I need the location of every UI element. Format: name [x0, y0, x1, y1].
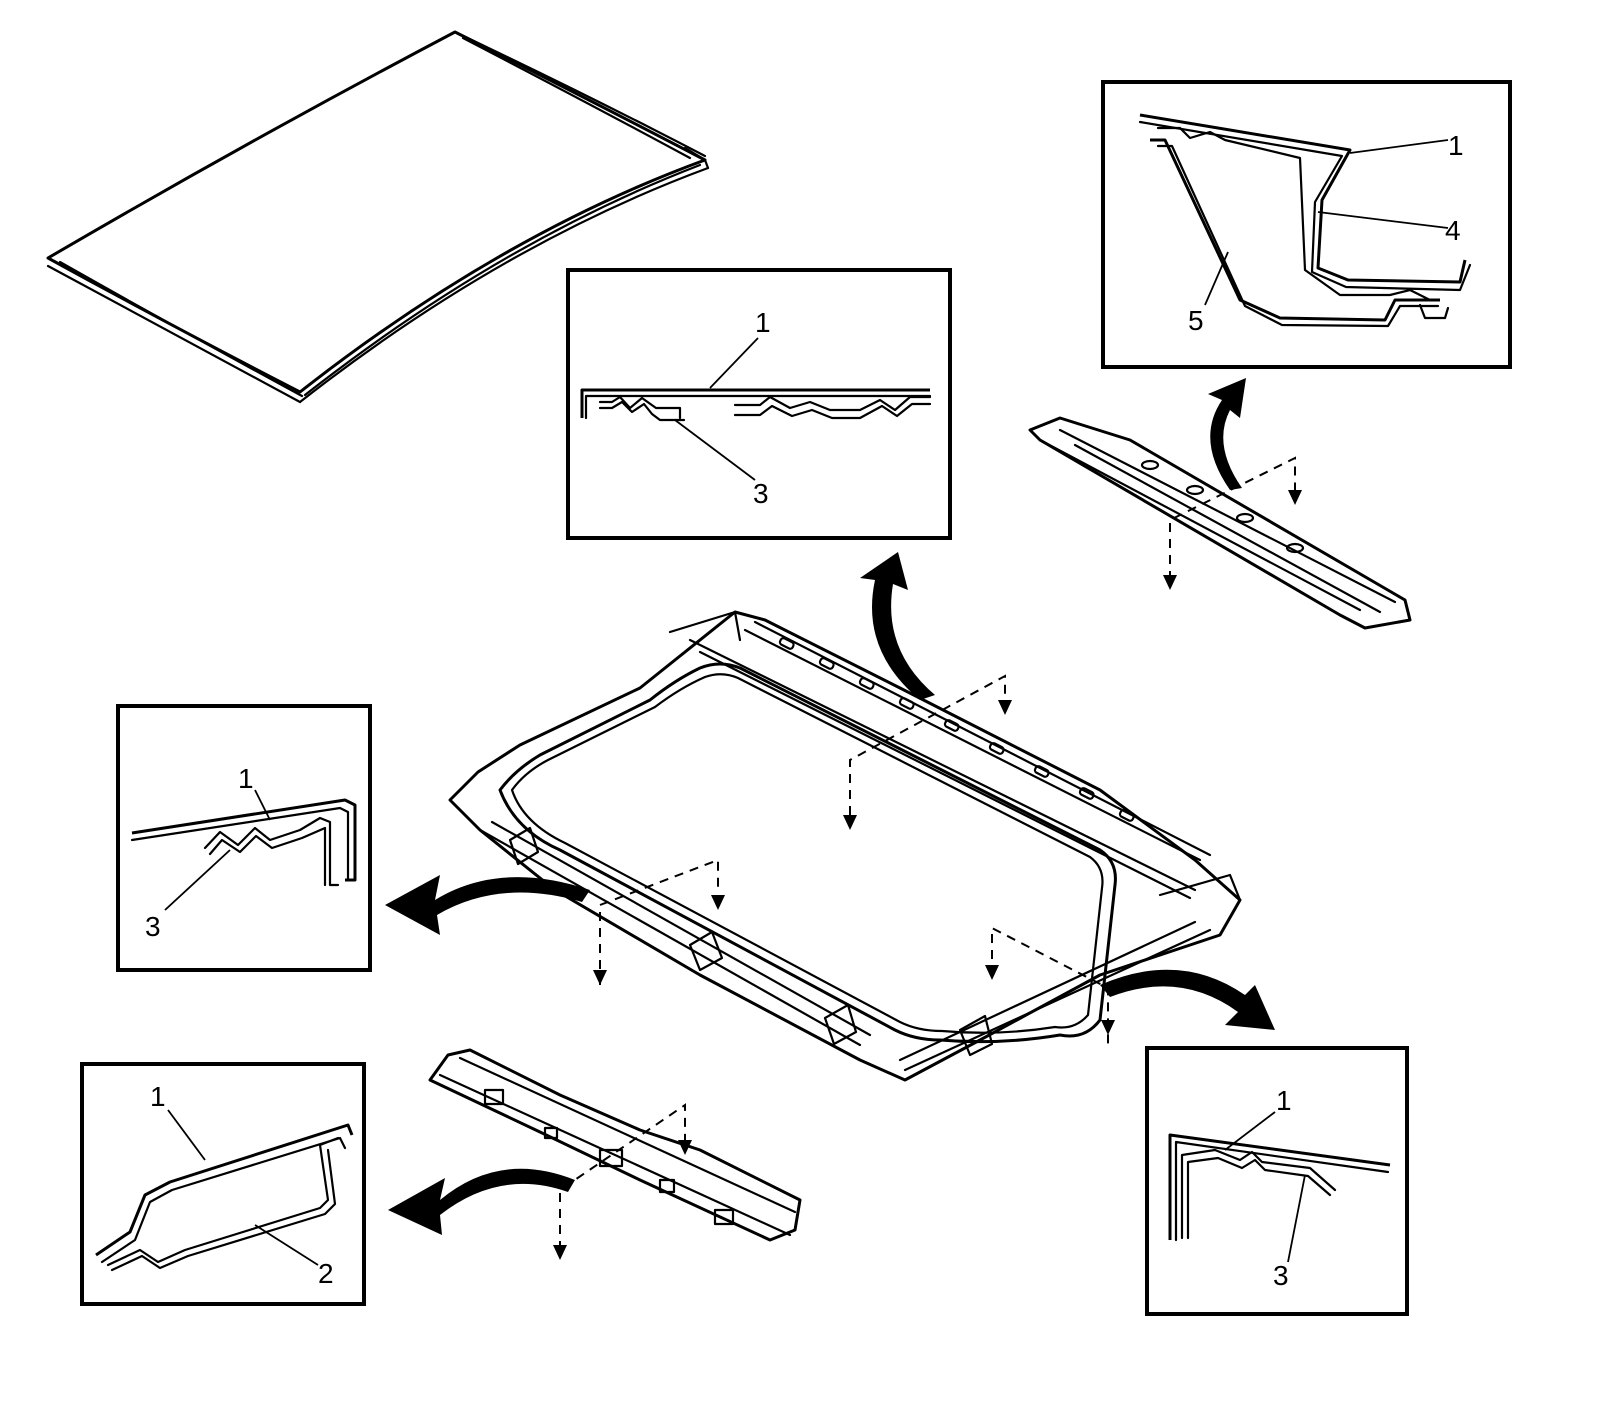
- callout-1: 1: [238, 763, 254, 794]
- rear-bow-detail: 1 2: [80, 1062, 366, 1306]
- arrow-to-right-detail: [1100, 969, 1275, 1030]
- detail-arrows: [385, 378, 1275, 1235]
- callout-5: 5: [1188, 305, 1204, 336]
- arrow-to-front-detail: [860, 552, 935, 700]
- roof-outer-panel: [46, 30, 710, 404]
- callout-1: 1: [150, 1081, 166, 1112]
- callout-2: 2: [318, 1258, 334, 1289]
- callout-3: 3: [1273, 1260, 1289, 1291]
- arrow-to-rear-detail: [1208, 378, 1246, 490]
- callout-4: 4: [1445, 215, 1461, 246]
- callout-3: 3: [145, 911, 161, 942]
- arrow-to-left-detail: [385, 875, 590, 935]
- callout-3: 3: [753, 478, 769, 509]
- roof-frame-assembly: [448, 610, 1242, 1082]
- rear-header-detail: 1 4 5: [1101, 80, 1512, 369]
- right-rail-detail: 1 3: [1145, 1046, 1409, 1316]
- callout-1: 1: [755, 307, 771, 338]
- callout-1: 1: [1448, 130, 1464, 161]
- header-slots: [778, 637, 1135, 822]
- left-rail-detail: 1 3: [116, 704, 372, 972]
- front-header-detail: 1 3: [566, 268, 952, 540]
- rear-bow-panel: [428, 1048, 802, 1260]
- arrow-to-bow-detail: [388, 1168, 575, 1235]
- callout-1: 1: [1276, 1085, 1292, 1116]
